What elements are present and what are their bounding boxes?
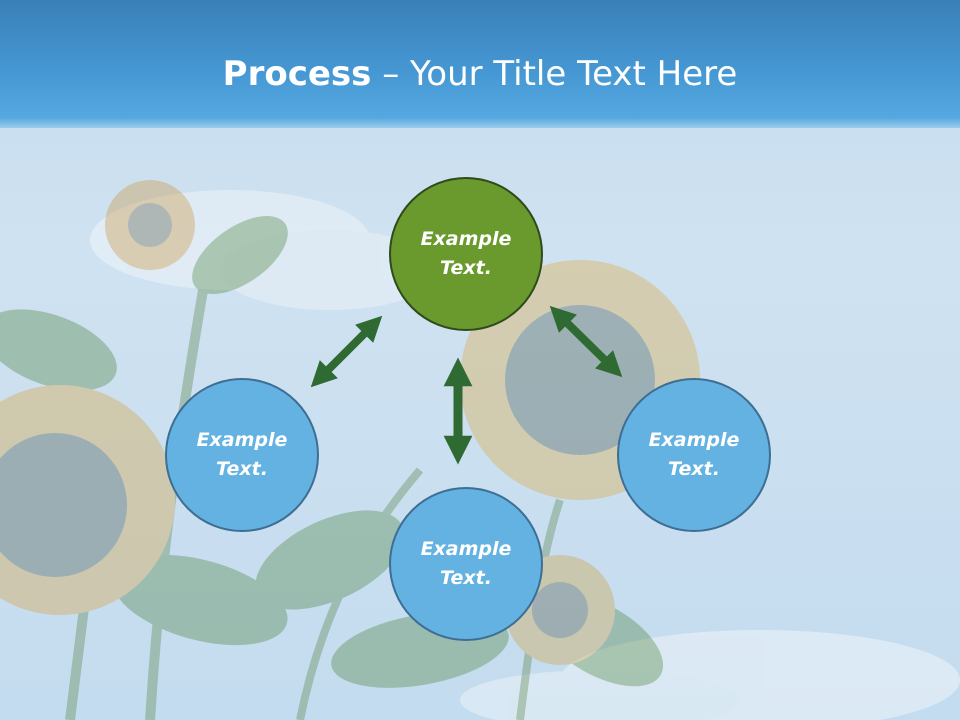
node-bottom[interactable]: Example Text. [389,487,543,641]
title-separator: – [371,54,411,94]
node-top-line2: Text. [440,257,492,279]
node-right-line1: Example [648,429,740,451]
node-bottom-line2: Text. [440,567,492,589]
arrow-top-right [549,305,623,378]
node-top-line1: Example [420,228,512,250]
header-bar [0,0,960,128]
node-right-line2: Text. [668,458,720,480]
node-top[interactable]: Example Text. [389,177,543,331]
node-left[interactable]: Example Text. [165,378,319,532]
node-left-line1: Example [196,429,288,451]
arrow-left-top [310,315,383,388]
node-right[interactable]: Example Text. [617,378,771,532]
title-rest: Your Title Text Here [410,54,738,94]
node-bottom-line1: Example [420,538,512,560]
slide-title: Process – Your Title Text Here [0,50,960,98]
node-left-line2: Text. [216,458,268,480]
title-bold: Process [222,54,372,94]
